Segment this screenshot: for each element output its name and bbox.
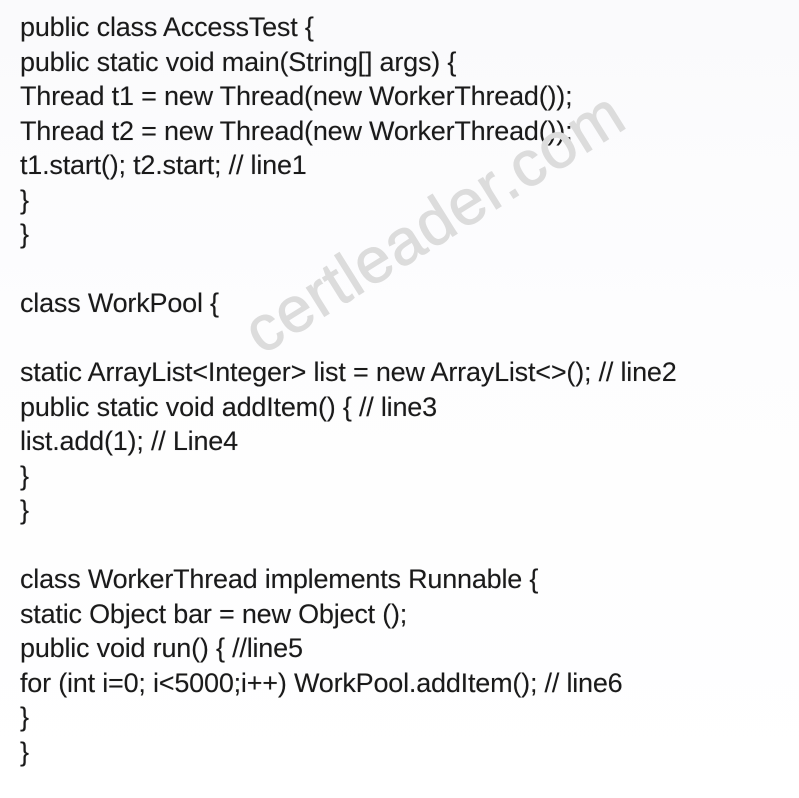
code-line: public void run() { //line5 (20, 633, 303, 663)
code-line-blank (20, 252, 795, 287)
code-line-blank (20, 528, 795, 563)
code-line: class WorkPool { (20, 288, 219, 318)
code-line: } (20, 495, 29, 525)
code-line: public static void main(String[] args) { (20, 46, 457, 77)
code-line: list.add(1); // Line4 (20, 426, 238, 456)
code-line: Thread t1 = new Thread(new WorkerThread(… (20, 81, 573, 111)
code-line: } (20, 736, 29, 767)
code-line: Thread t2 = new Thread(new WorkerThread(… (20, 115, 573, 146)
code-line-blank (20, 321, 795, 356)
code-line: static Object bar = new Object (); (20, 598, 408, 629)
code-line: } (20, 460, 29, 491)
code-line: class WorkerThread implements Runnable { (20, 564, 539, 594)
code-line: t1.start(); t2.start; // line1 (20, 150, 307, 180)
java-code-listing: public class AccessTest { public static … (20, 10, 795, 769)
code-line: } (20, 702, 29, 732)
code-line: public static void addItem() { // line3 (20, 391, 437, 422)
code-line: } (20, 184, 29, 215)
code-line: static ArrayList<Integer> list = new Arr… (20, 357, 677, 387)
code-line: } (20, 219, 29, 249)
code-line: public class AccessTest { (20, 12, 314, 42)
code-line: for (int i=0; i<5000;i++) WorkPool.addIt… (20, 667, 623, 698)
